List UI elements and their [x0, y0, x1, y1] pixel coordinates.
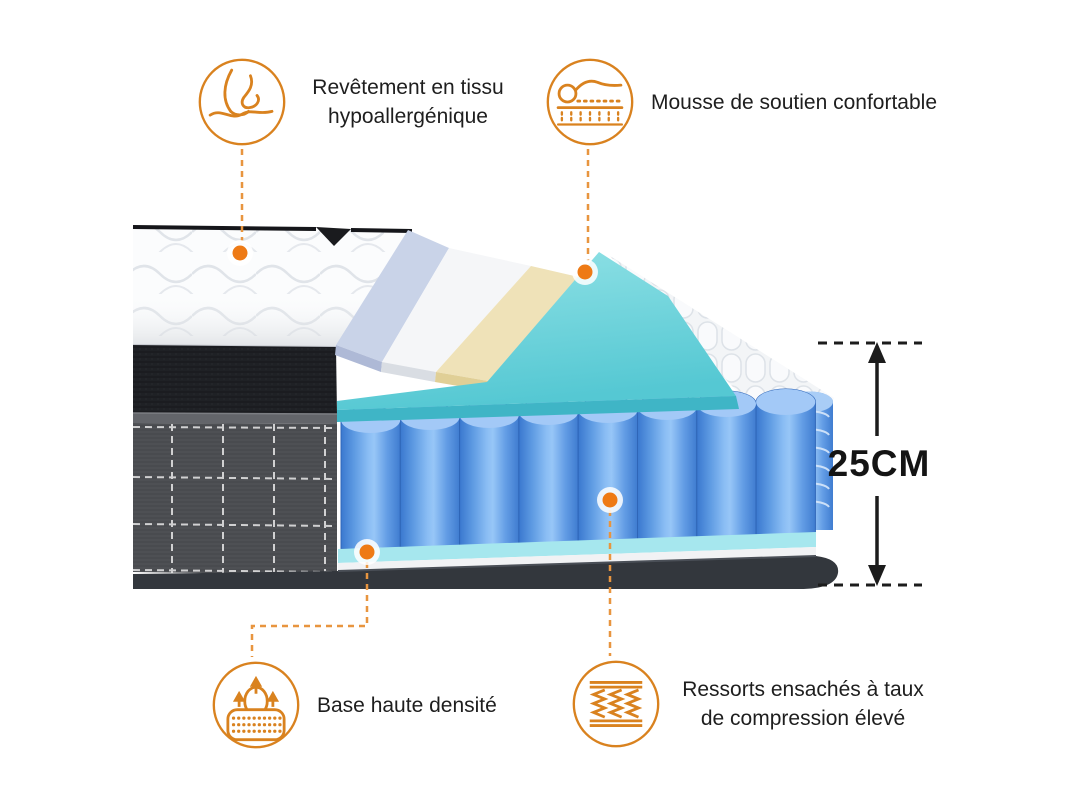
side-band-charcoal: [133, 345, 337, 414]
callout-foam: Mousse de soutien confortable: [545, 57, 937, 147]
callout-markers: [227, 240, 623, 565]
side-fabric-plaid: [132, 423, 338, 575]
height-dimension: [818, 341, 922, 587]
callout-springs-label: Ressorts ensachés à taux de compression …: [682, 678, 924, 730]
marker-dot-base: [354, 539, 380, 565]
callout-cover: Revêtement en tissu hypoallergénique: [197, 57, 513, 147]
hand-fabric-icon: [197, 57, 287, 147]
callout-springs: Ressorts ensachés à taux de compression …: [571, 659, 929, 749]
base-pad-white: [338, 547, 816, 571]
marker-dot-springs: [597, 487, 623, 513]
high-density-base-icon: [211, 660, 301, 750]
side-piping-strip: [132, 412, 338, 424]
cut-corner-notch: [316, 227, 351, 246]
marker-dot-cover: [227, 240, 253, 266]
callout-cover-label: Revêtement en tissu hypoallergénique: [312, 76, 504, 128]
callout-base-label: Base haute densité: [317, 693, 497, 717]
callout-foam-label: Mousse de soutien confortable: [651, 90, 938, 114]
callout-base: Base haute densité: [211, 660, 497, 750]
marker-dot-foam: [572, 259, 598, 285]
base-dark-slab: [133, 556, 839, 590]
arrow-down-icon: [868, 565, 886, 586]
height-dimension-label: 25CM: [827, 443, 931, 484]
foam-layer-teal: [337, 252, 739, 422]
foam-layer-white: [381, 248, 531, 382]
base-pad-teal: [338, 532, 816, 563]
callout-connectors: [240, 149, 612, 657]
base-layers: [133, 532, 839, 590]
quilted-cover-layer: [132, 225, 413, 348]
sleeper-on-mattress-icon: [545, 57, 635, 147]
connector-base: [250, 562, 369, 657]
arrow-up-icon: [868, 342, 886, 363]
pocket-springs-icon: [571, 659, 661, 749]
foam-layer-lavender: [335, 230, 449, 372]
foam-layer-fan: [335, 230, 739, 422]
